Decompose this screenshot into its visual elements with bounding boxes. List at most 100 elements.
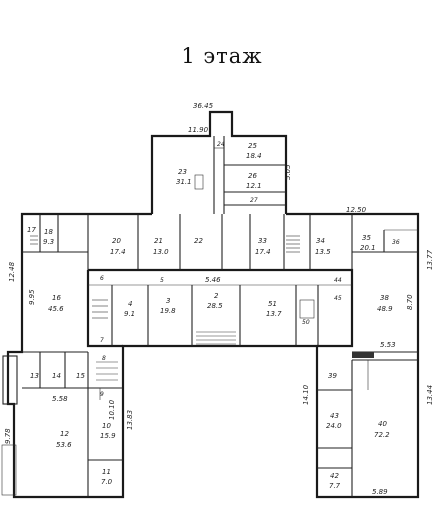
svg-text:15.9: 15.9 (100, 432, 116, 440)
svg-text:9.1: 9.1 (124, 310, 135, 318)
svg-text:48.9: 48.9 (377, 305, 393, 313)
room-label-2: 228.5 (207, 292, 223, 310)
svg-text:72.2: 72.2 (374, 431, 390, 439)
room-label-23: 23 31.1 (176, 168, 192, 186)
dim-right-tower: 5.05 (284, 164, 292, 180)
svg-text:43: 43 (330, 412, 339, 420)
svg-text:3: 3 (166, 297, 170, 305)
svg-text:21: 21 (154, 237, 163, 245)
svg-text:9: 9 (100, 391, 104, 398)
svg-text:8: 8 (102, 355, 106, 362)
room-label-21: 21 13.0 (153, 237, 169, 256)
svg-text:24.0: 24.0 (326, 422, 342, 430)
dim-left-a: 10.10 (108, 399, 116, 420)
room-label-7: 7 (100, 337, 104, 344)
svg-text:40: 40 (378, 420, 387, 428)
dim-left-lower: 13.83 (126, 410, 134, 430)
left-porch (2, 355, 18, 405)
stair-left-middle (92, 299, 108, 319)
svg-text:18.4: 18.4 (246, 152, 262, 160)
room-label-42: 427.7 (329, 472, 341, 490)
room-label-43: 43 24.0 (326, 412, 342, 430)
svg-text:34: 34 (316, 237, 325, 245)
svg-text:45.6: 45.6 (48, 305, 64, 313)
room-label-39: 39 (328, 372, 337, 380)
room-label-34: 34 13.5 (315, 237, 331, 256)
svg-text:22: 22 (194, 237, 203, 245)
svg-text:33: 33 (258, 237, 267, 245)
svg-text:38: 38 (380, 294, 389, 302)
room-label-8: 8 (102, 355, 106, 362)
svg-text:13.7: 13.7 (266, 310, 282, 318)
room-label-20: 20 17.4 (110, 237, 126, 256)
svg-text:13.0: 13.0 (153, 248, 169, 256)
room-label-27: 27 (250, 197, 258, 204)
room-label-18: 189.3 (43, 228, 54, 246)
room-label-38: 38 48.9 (377, 294, 393, 313)
room-label-14: 14 (52, 372, 61, 380)
svg-text:39: 39 (328, 372, 337, 380)
room-label-22: 22 (194, 237, 203, 245)
svg-text:51: 51 (268, 300, 277, 308)
dim-center-top: 5.46 (205, 276, 221, 284)
svg-text:7.7: 7.7 (329, 482, 341, 490)
svg-text:13: 13 (30, 372, 39, 380)
stair-left-bottom (1, 444, 17, 496)
room-label-33: 33 17.4 (255, 237, 271, 256)
svg-text:35: 35 (362, 234, 371, 242)
svg-text:36: 36 (392, 239, 400, 246)
dim-right-mid: 8.70 (406, 294, 414, 310)
svg-text:7.0: 7.0 (101, 478, 113, 486)
room-label-45: 45 (334, 295, 342, 302)
dim-left-bottom: 9.78 (4, 428, 12, 444)
dim-top-width: 11.90 (188, 126, 209, 134)
svg-text:28.5: 28.5 (207, 302, 223, 310)
svg-text:19.8: 19.8 (160, 307, 176, 315)
dim-right-bottom: 5.89 (372, 488, 388, 496)
stair-upper-right (286, 235, 300, 253)
svg-text:13.5: 13.5 (315, 248, 331, 256)
svg-text:44: 44 (334, 277, 342, 284)
svg-text:26: 26 (248, 172, 257, 180)
svg-text:9.3: 9.3 (43, 238, 54, 246)
room-label-5: 5 (160, 277, 164, 284)
svg-text:17: 17 (27, 226, 36, 234)
room-label-9: 9 (100, 391, 104, 398)
building-outline (6, 212, 420, 499)
svg-text:53.6: 53.6 (56, 441, 72, 449)
dim-left-lower2: 5.58 (52, 395, 68, 403)
svg-text:31.1: 31.1 (176, 178, 192, 186)
dim-right-lower2: 13.44 (426, 385, 434, 405)
hatch-right (352, 352, 374, 358)
svg-text:2: 2 (214, 292, 219, 300)
svg-text:17.4: 17.4 (255, 248, 271, 256)
svg-text:23: 23 (178, 168, 187, 176)
courtyard-top (86, 270, 123, 348)
svg-text:11: 11 (102, 468, 111, 476)
dim-right-w: 13.77 (426, 249, 434, 270)
svg-text:20: 20 (112, 237, 121, 245)
dim-left-mid: 9.95 (28, 289, 36, 305)
dim-center-small: 5.53 (380, 341, 396, 349)
room-label-6: 6 (100, 275, 104, 282)
room-label-51: 51 13.7 (266, 300, 282, 318)
svg-text:17.4: 17.4 (110, 248, 126, 256)
room-label-44: 44 (334, 277, 342, 284)
svg-text:5: 5 (160, 277, 164, 284)
svg-text:18: 18 (44, 228, 53, 236)
svg-text:45: 45 (334, 295, 342, 302)
room-label-15: 15 (76, 372, 85, 380)
svg-text:27: 27 (250, 197, 258, 204)
dim-wing-right-h: 12.50 (346, 206, 367, 214)
room-label-50: 50 (302, 319, 310, 326)
room-label-11: 117.0 (101, 468, 113, 486)
svg-text:4: 4 (128, 300, 132, 308)
room-label-40: 40 72.2 (374, 420, 390, 439)
room-label-17: 17 (27, 226, 36, 234)
room-label-3: 319.8 (160, 297, 176, 315)
